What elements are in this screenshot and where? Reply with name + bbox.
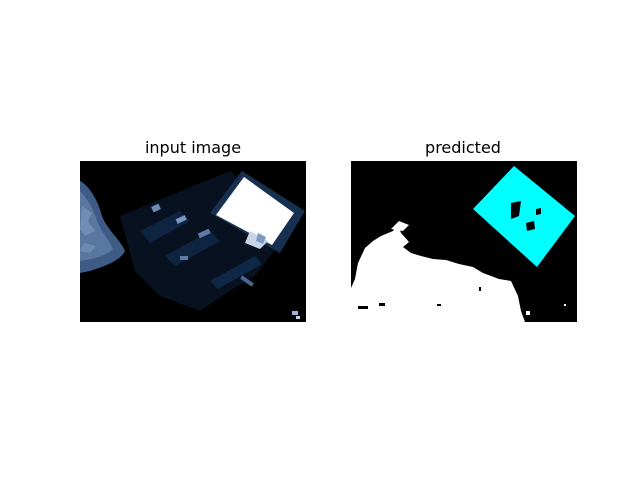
cyan-mask-region xyxy=(473,166,575,267)
input-image xyxy=(80,161,306,322)
white-mask-region xyxy=(351,224,525,322)
input-image-panel xyxy=(80,161,306,322)
predicted-mask xyxy=(351,161,577,322)
bright-screen xyxy=(210,171,305,253)
predicted-panel xyxy=(351,161,577,322)
predicted-title: predicted xyxy=(425,138,501,157)
input-image-title: input image xyxy=(144,138,242,157)
